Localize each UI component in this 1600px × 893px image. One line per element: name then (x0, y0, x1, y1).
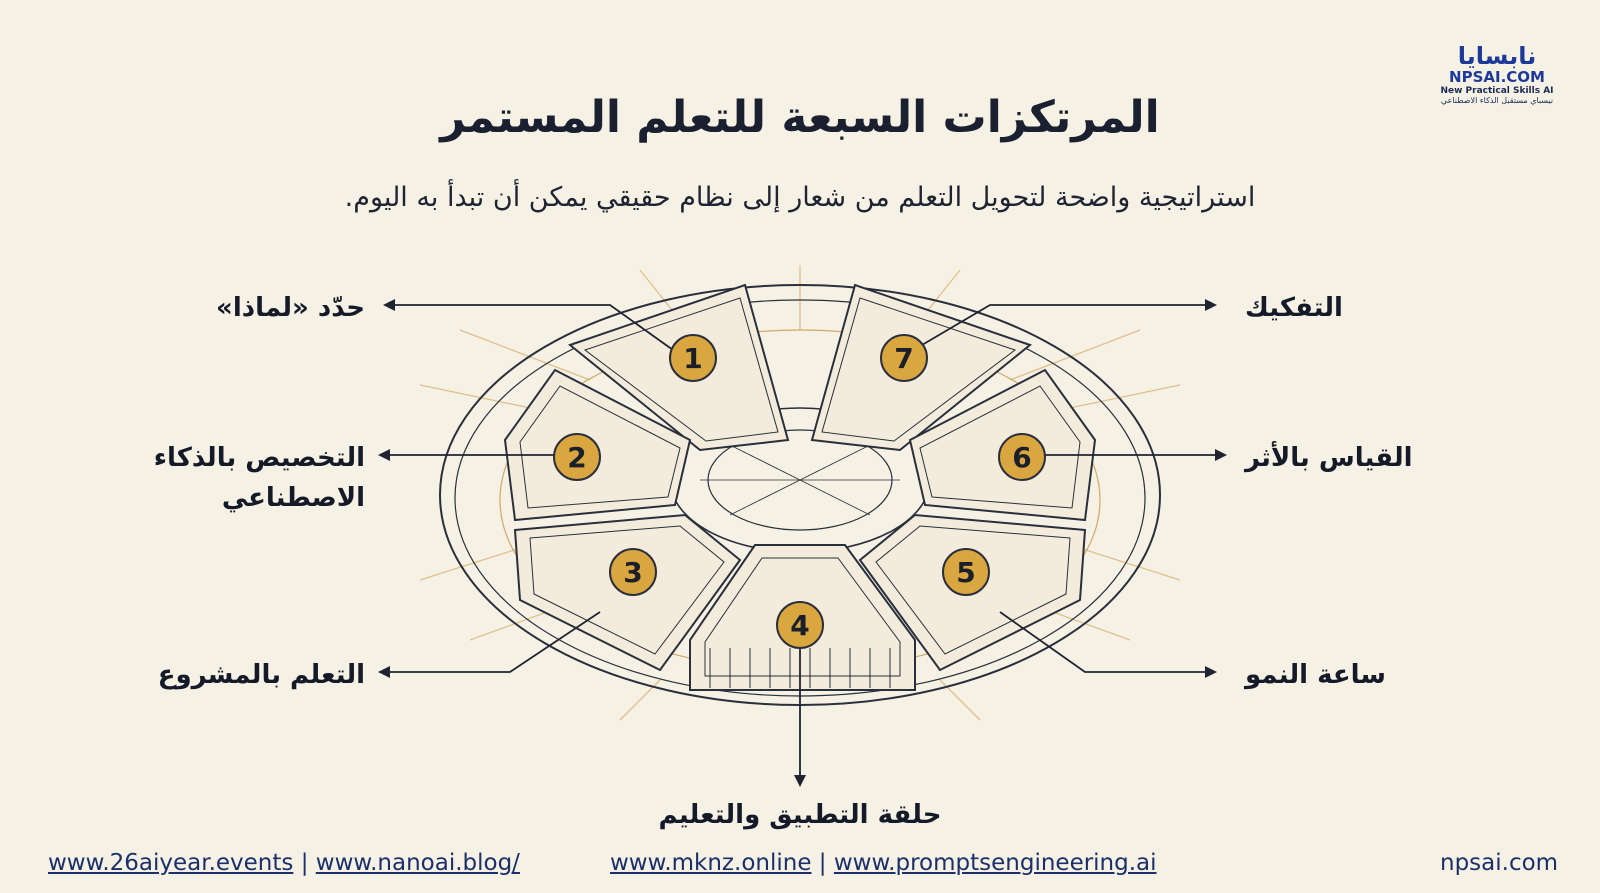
logo-domain: NPSAI.COM (1449, 68, 1545, 86)
pillar-label-1: حدّد «لماذا» (216, 293, 365, 323)
arrow-3 (378, 611, 601, 678)
footer-link-26aiyear[interactable]: www.26aiyear.events (48, 850, 294, 876)
svg-text:4: 4 (790, 609, 809, 642)
pillar-label-4: حلقة التطبيق والتعليم (658, 800, 942, 830)
footer-left: www.26aiyear.events | www.nanoai.blog/ (48, 850, 520, 876)
badge-2: 2 (553, 433, 601, 481)
logo-arabic: نابسايا (1457, 42, 1537, 70)
badge-7: 7 (880, 334, 928, 382)
svg-text:6: 6 (1012, 441, 1031, 474)
arrow-5 (999, 611, 1217, 678)
badge-5: 5 (942, 548, 990, 596)
svg-text:5: 5 (956, 556, 975, 589)
footer-right[interactable]: npsai.com (1440, 850, 1559, 876)
leader-arrows (378, 299, 1227, 787)
page-subtitle: استراتيجية واضحة لتحويل التعلم من شعار إ… (344, 182, 1256, 213)
arrow-7 (904, 299, 1217, 356)
footer-link-nanoai[interactable]: www.nanoai.blog/ (315, 850, 520, 876)
logo-tagline: New Practical Skills AI (1440, 86, 1554, 96)
pillar-label-2-line1: التخصيص بالذكاء (153, 443, 365, 473)
badge-6: 6 (998, 433, 1046, 481)
badge-3: 3 (609, 548, 657, 596)
badge-4: 4 (776, 601, 824, 649)
arrow-1 (383, 299, 681, 356)
footer-center: www.mknz.online | www.promptsengineering… (610, 850, 1157, 876)
pillar-label-5: ساعة النمو (1245, 660, 1386, 690)
badge-1: 1 (669, 334, 717, 382)
pillar-label-2: التخصيص بالذكاء الاصطناعي (100, 438, 365, 518)
footer-separator-center: | (818, 850, 827, 876)
number-badges: 1 7 2 6 3 5 4 (553, 334, 1046, 649)
svg-text:7: 7 (894, 342, 913, 375)
svg-text:1: 1 (683, 342, 702, 375)
pillar-label-2-line2: الاصطناعي (221, 483, 365, 513)
pillar-label-7: التفكيك (1245, 293, 1343, 323)
svg-text:3: 3 (623, 556, 642, 589)
pillar-label-6: القياس بالأثر (1245, 443, 1413, 473)
footer-separator-left: | (300, 850, 309, 876)
page-title: المرتكزات السبعة للتعلم المستمر (440, 92, 1160, 143)
brand-logo[interactable]: نابسايا NPSAI.COM New Practical Skills A… (1432, 42, 1562, 105)
footer-link-promptsengineering[interactable]: www.promptsengineering.ai (833, 850, 1157, 876)
pillar-label-3: التعلم بالمشروع (157, 660, 365, 690)
svg-text:2: 2 (567, 441, 586, 474)
footer-link-mknz[interactable]: www.mknz.online (610, 850, 812, 876)
logo-tagline-ar: نيسباي مستقبل الذكاء الاصطناعي (1440, 96, 1554, 105)
